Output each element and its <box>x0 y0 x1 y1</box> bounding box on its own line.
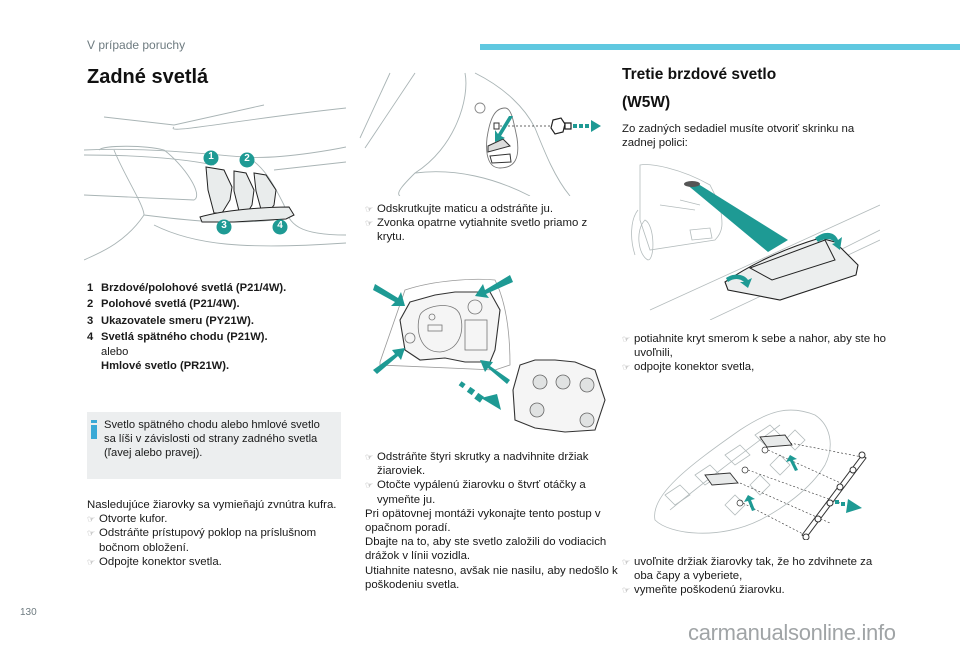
page-title: Zadné svetlá <box>87 66 209 88</box>
figure-bulb-holder <box>365 270 615 440</box>
note-text: Dbajte na to, aby ste svetlo založili do… <box>365 536 607 563</box>
callout-2 <box>239 152 255 168</box>
watermark: carmanualsonline.info <box>688 620 896 645</box>
legend-number: 4 <box>87 331 94 344</box>
step-item: ☞Otvorte kufor. <box>87 513 168 526</box>
figure-bulb-holder-removal <box>640 395 880 540</box>
callout-label-1: 1 <box>208 151 214 162</box>
legend-number: 3 <box>87 314 94 327</box>
legend-item: 1 Brzdové/polohové svetlá (P21/4W). <box>87 280 347 296</box>
hand-pointer-icon: ☞ <box>622 557 631 567</box>
legend-label: Polohové svetlá (P21/4W). <box>101 298 240 311</box>
info-text: Svetlo spätného chodu alebo hmlové svetl… <box>104 419 320 460</box>
subsection-title-bulb: (W5W) <box>622 94 671 111</box>
hand-pointer-icon: ☞ <box>365 218 374 229</box>
step-item: ☞Odstráňte prístupový poklop na príslušn… <box>87 527 317 554</box>
step-item: ☞odpojte konektor svetla, <box>622 361 755 374</box>
right-steps-b: ☞uvoľnite držiak žiarovky tak, že ho zdv… <box>622 555 892 598</box>
callout-markers <box>203 150 288 235</box>
hand-pointer-icon: ☞ <box>365 480 374 491</box>
hand-pointer-icon: ☞ <box>87 514 96 525</box>
legend-label: Brzdové/polohové svetlá (P21/4W). <box>101 282 287 294</box>
middle-steps-a: ☞Odskrutkujte maticu a odstráňte ju. ☞Zv… <box>365 202 610 245</box>
step-item: ☞Otočte vypálenú žiarovku o štvrť otáčky… <box>365 479 586 506</box>
figure-rear-lights: 1 2 3 4 <box>84 95 346 265</box>
info-icon <box>91 420 97 439</box>
legend-item: 3 Ukazovatele smeru (PY21W). <box>87 313 347 329</box>
hand-pointer-icon: ☞ <box>87 556 96 567</box>
figure-unscrew-nut <box>355 68 615 196</box>
hand-pointer-icon: ☞ <box>365 452 374 462</box>
intro-text: Nasledujúce žiarovky sa vymieňajú zvnútr… <box>87 499 337 511</box>
middle-steps-b: ☞Odstráňte štyri skrutky a nadvihnite dr… <box>365 450 623 592</box>
info-note: Svetlo spätného chodu alebo hmlové svetl… <box>87 412 341 479</box>
hand-pointer-icon: ☞ <box>622 334 631 344</box>
legend-number: 2 <box>87 298 94 311</box>
bulb-legend: 1 Brzdové/polohové svetlá (P21/4W). 2 Po… <box>87 280 347 374</box>
legend-label: Ukazovatele smeru (PY21W). <box>101 314 254 327</box>
subsection-title: Tretie brzdové svetlo <box>622 66 777 83</box>
legend-number: 1 <box>87 282 94 294</box>
legend-item: 4 Svetlá spätného chodu (P21W). alebo Hm… <box>87 329 347 374</box>
legend-alt-label: Hmlové svetlo (PR21W). <box>101 360 230 373</box>
legend-alt-word: alebo <box>101 345 129 358</box>
step-item: ☞Zvonka opatrne vytiahnite svetlo priamo… <box>365 217 588 244</box>
section-header: V prípade poruchy <box>87 38 186 52</box>
page-number: 130 <box>20 607 37 618</box>
step-item: ☞vymeňte poškodenú žiarovku. <box>622 584 785 597</box>
note-text: Pri opätovnej montáži vykonajte tento po… <box>365 507 601 535</box>
callout-label-2: 2 <box>244 153 250 164</box>
note-text: Utiahnite natesno, avšak nie nasilu, aby… <box>365 564 618 591</box>
header-accent-bar <box>480 44 960 50</box>
step-item: ☞potiahnite kryt smerom k sebe a nahor, … <box>622 333 886 360</box>
callout-label-4: 4 <box>277 220 283 231</box>
left-instructions: Nasledujúce žiarovky sa vymieňajú zvnútr… <box>87 498 349 569</box>
callout-4 <box>272 219 288 235</box>
legend-item: 2 Polohové svetlá (P21/4W). <box>87 296 347 312</box>
hand-pointer-icon: ☞ <box>622 362 631 373</box>
figure-third-brake-light-cover <box>620 160 880 320</box>
hand-pointer-icon: ☞ <box>622 585 631 596</box>
right-intro: Zo zadných sedadiel musíte otvoriť skrin… <box>622 123 855 150</box>
step-item: ☞Odskrutkujte maticu a odstráňte ju. <box>365 203 554 215</box>
step-item: ☞uvoľnite držiak žiarovky tak, že ho zdv… <box>622 556 873 583</box>
step-item: ☞Odpojte konektor svetla. <box>87 555 222 568</box>
hand-pointer-icon: ☞ <box>365 204 374 214</box>
callout-1 <box>203 150 219 166</box>
hand-pointer-icon: ☞ <box>87 528 96 539</box>
callout-3 <box>216 219 232 235</box>
legend-label: Svetlá spätného chodu (P21W). <box>101 331 268 344</box>
right-steps-a: ☞potiahnite kryt smerom k sebe a nahor, … <box>622 332 892 375</box>
step-item: ☞Odstráňte štyri skrutky a nadvihnite dr… <box>365 451 589 478</box>
callout-label-3: 3 <box>221 220 227 231</box>
